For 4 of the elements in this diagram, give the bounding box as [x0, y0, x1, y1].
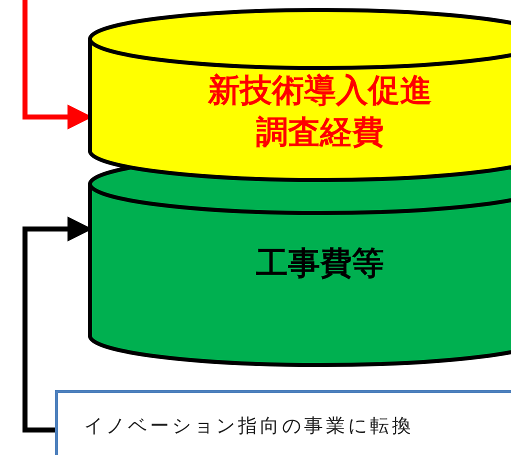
box-label: イノベーション指向の事業に転換: [84, 414, 414, 439]
cylinder-label: 新技術導入促進調査経費: [206, 70, 433, 153]
text-box: [55, 390, 511, 455]
cylinder-label: 工事費等: [254, 243, 385, 284]
